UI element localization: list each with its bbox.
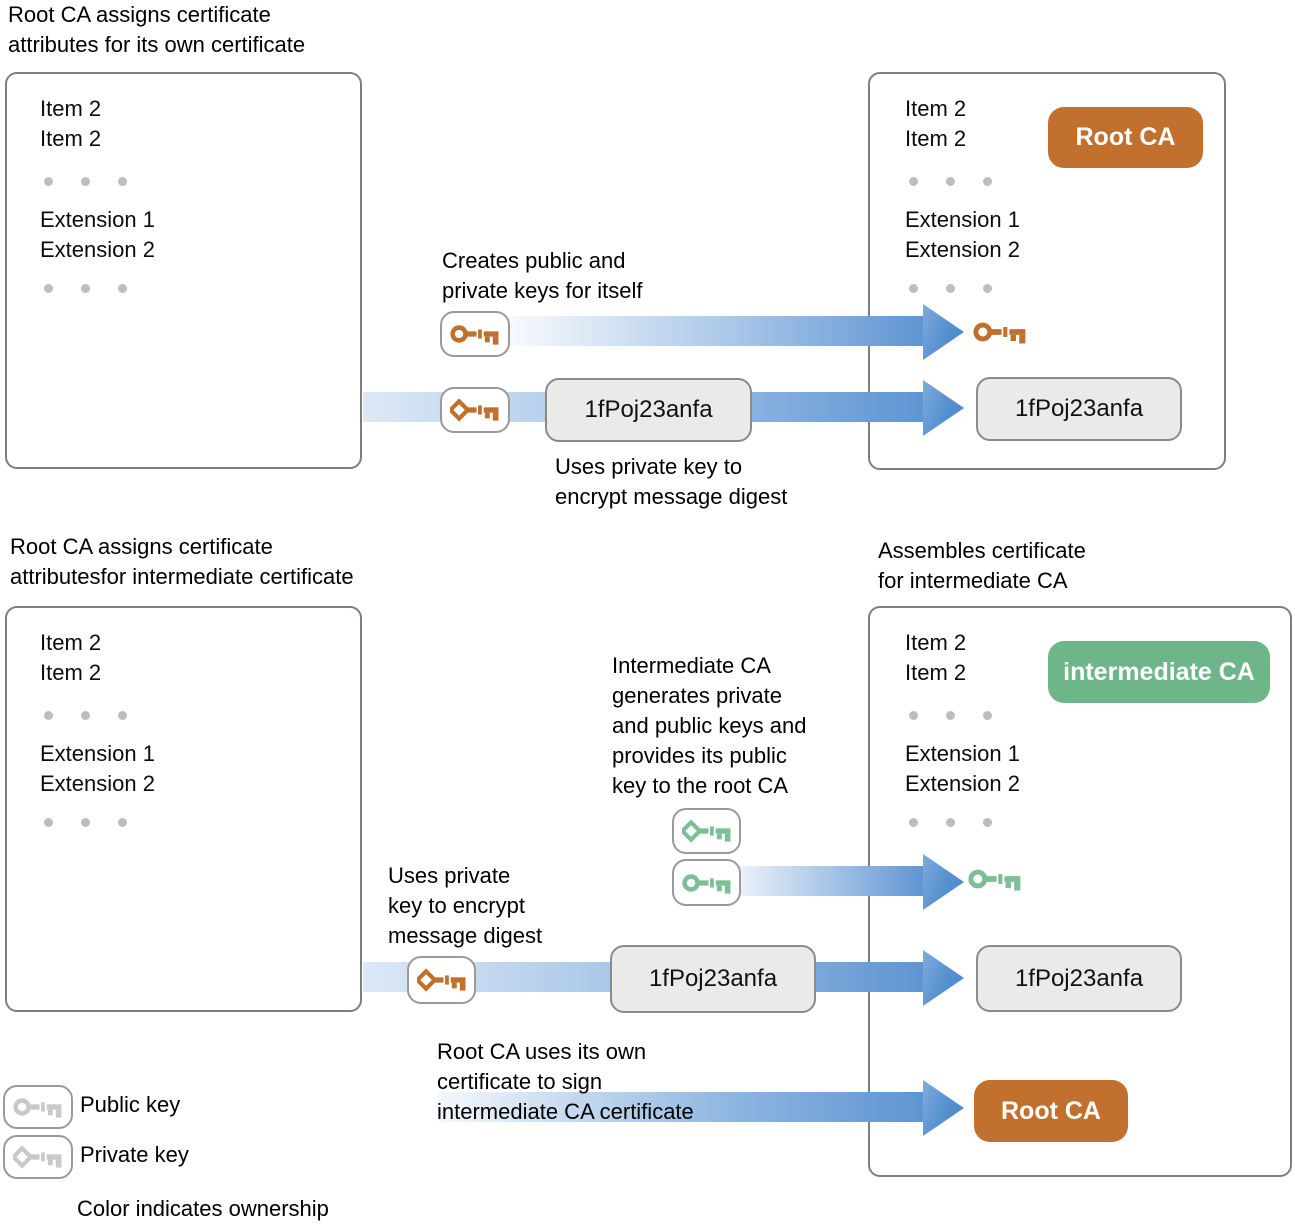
cert-items: Item 2 Item 2 (905, 628, 966, 688)
caption-line: generates private (612, 683, 782, 708)
uses-private-key-caption-bottom: Uses private key to encrypt message dige… (388, 861, 542, 951)
cert-extensions: Extension 1 Extension 2 (905, 739, 1020, 799)
caption-line: and public keys and (612, 713, 807, 738)
root-ca-badge: Root CA (1048, 107, 1203, 168)
bottom-left-certificate-box (5, 606, 362, 1012)
intermediate-ca-badge: intermediate CA (1048, 641, 1270, 703)
ellipsis-dots (909, 284, 992, 293)
caption-line: provides its public (612, 743, 787, 768)
cert-item: Item 2 (905, 126, 967, 151)
private-key-icon (13, 1141, 63, 1173)
cert-item: Item 2 (40, 630, 102, 655)
extension-item: Extension 2 (40, 771, 155, 796)
private-key-icon (417, 964, 467, 996)
extension-item: Extension 2 (40, 237, 155, 262)
caption-line: Creates public and (442, 248, 626, 273)
caption-line: attributes for its own certificate (8, 32, 306, 57)
root-ca-signature-badge: Root CA (974, 1080, 1128, 1142)
ellipsis-dots (909, 177, 992, 186)
private-key-icon (682, 815, 732, 847)
caption-line: message digest (388, 923, 543, 948)
public-key-icon (682, 867, 732, 899)
legend-private-key-badge (3, 1135, 73, 1179)
caption-line: Root CA uses its own (437, 1039, 647, 1064)
cert-extensions: Extension 1 Extension 2 (905, 205, 1020, 265)
hash-box: 1fPoj23anfa (976, 945, 1182, 1012)
private-key-badge-intermediate (672, 808, 741, 854)
ellipsis-dots (909, 818, 992, 827)
top-left-certificate-box (5, 72, 362, 469)
extension-item: Extension 2 (905, 771, 1020, 796)
top-left-caption: Root CA assigns certificate attributes f… (8, 0, 305, 60)
ellipsis-dots (44, 284, 127, 293)
assembles-caption: Assembles certificate for intermediate C… (878, 536, 1086, 596)
public-key-badge-root (440, 311, 510, 357)
caption-line: certificate to sign (437, 1069, 603, 1094)
ellipsis-dots (44, 818, 127, 827)
extension-item: Extension 1 (905, 741, 1020, 766)
cert-extensions: Extension 1 Extension 2 (40, 739, 155, 799)
cert-items: Item 2 Item 2 (40, 94, 101, 154)
extension-item: Extension 1 (40, 207, 155, 232)
caption-line: attributesfor intermediate certificate (10, 564, 354, 589)
cert-item: Item 2 (905, 660, 967, 685)
cert-item: Item 2 (40, 96, 102, 121)
caption-line: Root CA assigns certificate (10, 534, 273, 559)
intermediate-generates-caption: Intermediate CA generates private and pu… (612, 651, 806, 801)
legend-private-key-label: Private key (80, 1142, 189, 1167)
private-key-icon (450, 394, 500, 426)
hash-box: 1fPoj23anfa (610, 945, 816, 1013)
cert-item: Item 2 (905, 630, 967, 655)
caption-line: key to encrypt (388, 893, 525, 918)
caption-line: Intermediate CA (612, 653, 771, 678)
public-key-icon (450, 318, 500, 350)
public-key-icon (13, 1091, 63, 1123)
arrow-public-key-bottom (736, 866, 924, 896)
creates-keys-caption: Creates public and private keys for itse… (442, 246, 643, 306)
uses-private-key-caption-top: Uses private key to encrypt message dige… (555, 452, 787, 512)
hash-box: 1fPoj23anfa (976, 377, 1182, 441)
root-signs-caption: Root CA uses its own certificate to sign… (437, 1037, 694, 1127)
legend-public-key-badge (3, 1085, 73, 1129)
legend-public-key-label: Public key (80, 1092, 181, 1117)
public-key-icon (973, 314, 1027, 350)
caption-line: key to the root CA (612, 773, 789, 798)
public-key-icon (968, 861, 1022, 897)
ellipsis-dots (909, 711, 992, 720)
caption-line: intermediate CA certificate (437, 1099, 694, 1124)
caption-line: for intermediate CA (878, 568, 1068, 593)
extension-item: Extension 1 (905, 207, 1020, 232)
caption-line: Uses private key to (555, 454, 743, 479)
caption-line: private keys for itself (442, 278, 643, 303)
extension-item: Extension 2 (905, 237, 1020, 262)
extension-item: Extension 1 (40, 741, 155, 766)
cert-item: Item 2 (40, 126, 102, 151)
bottom-left-caption: Root CA assigns certificate attributesfo… (10, 532, 354, 592)
caption-line: Uses private (388, 863, 511, 888)
ellipsis-dots (44, 711, 127, 720)
cert-item: Item 2 (905, 96, 967, 121)
cert-items: Item 2 Item 2 (40, 628, 101, 688)
cert-item: Item 2 (40, 660, 102, 685)
ellipsis-dots (44, 177, 127, 186)
caption-line: Root CA assigns certificate (8, 2, 271, 27)
private-key-badge-root-bottom (407, 956, 476, 1004)
private-key-badge-root (440, 387, 510, 433)
cert-extensions: Extension 1 Extension 2 (40, 205, 155, 265)
arrow-root-signs (438, 1092, 924, 1122)
caption-line: Assembles certificate (878, 538, 1086, 563)
arrow-public-key-top (505, 316, 925, 346)
cert-items: Item 2 Item 2 (905, 94, 966, 154)
legend-ownership-note: Color indicates ownership (77, 1196, 329, 1221)
hash-box: 1fPoj23anfa (545, 378, 752, 442)
public-key-badge-intermediate (672, 859, 741, 906)
caption-line: encrypt message digest (555, 484, 788, 509)
